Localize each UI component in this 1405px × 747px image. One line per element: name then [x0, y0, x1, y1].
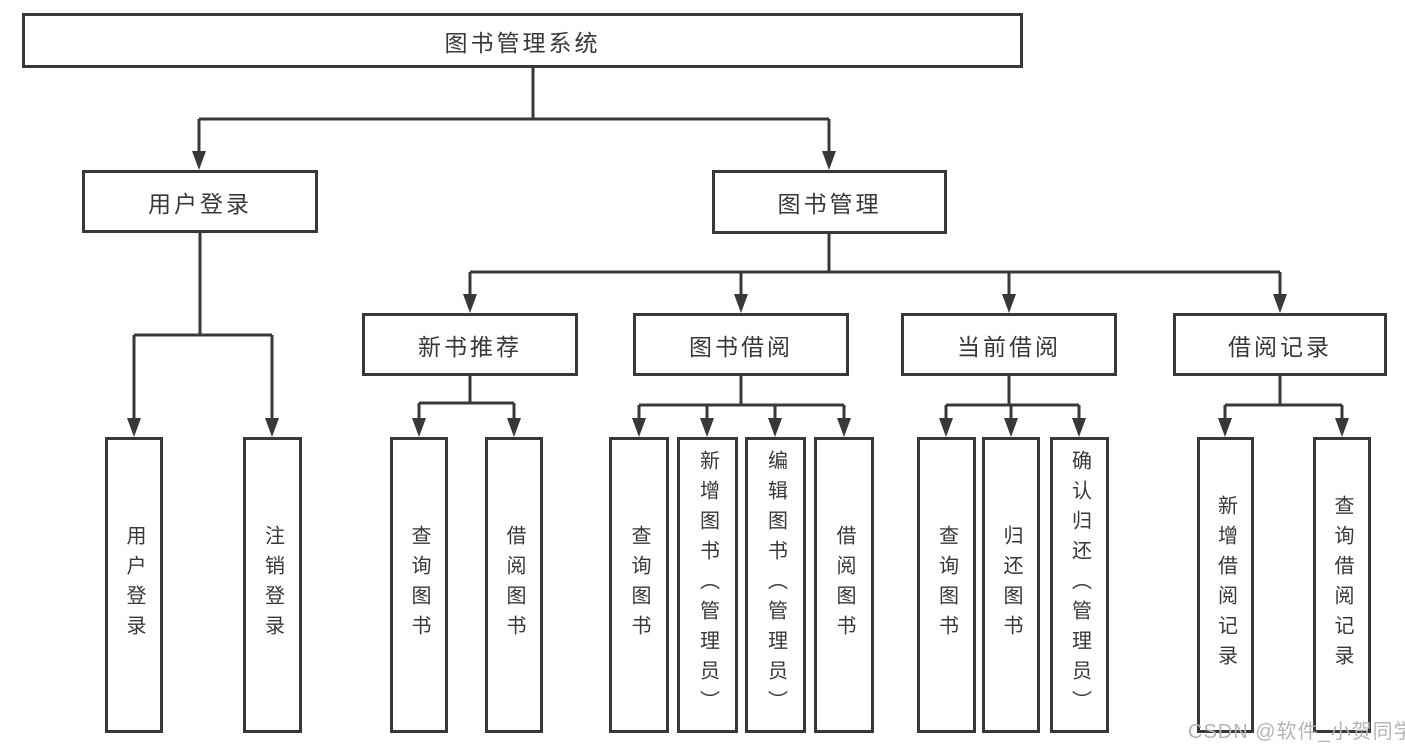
- arrowhead-icon: [412, 418, 426, 437]
- arrowhead-icon: [265, 418, 279, 437]
- node-label: 借阅图书: [833, 525, 855, 645]
- arrowhead-icon: [939, 418, 953, 437]
- arrowhead-icon: [700, 418, 714, 437]
- node-leaf-confirm-return-admin: 确认归还（管理员）: [1050, 437, 1109, 733]
- arrowhead-icon: [1004, 418, 1018, 437]
- node-label: 确认归还（管理员）: [1068, 450, 1091, 720]
- node-leaf-return-book: 归还图书: [982, 437, 1040, 733]
- arrowhead-icon: [1335, 418, 1349, 437]
- node-leaf-user-login: 用户登录: [105, 437, 163, 733]
- node-current-borrow: 当前借阅: [901, 313, 1117, 376]
- node-leaf-query-book-2: 查询图书: [609, 437, 669, 733]
- node-leaf-query-borrow-record: 查询借阅记录: [1313, 437, 1371, 733]
- node-leaf-query-book-1: 查询图书: [390, 437, 448, 733]
- watermark: CSDN @软件_小贺同学: [1188, 721, 1405, 743]
- arrowhead-icon: [734, 294, 748, 313]
- node-leaf-borrow-book-2: 借阅图书: [814, 437, 874, 733]
- arrowheads: [127, 151, 1349, 437]
- node-label: 查询图书: [628, 525, 650, 645]
- node-leaf-edit-book-admin: 编辑图书（管理员）: [745, 437, 806, 733]
- node-book-management: 图书管理: [712, 170, 947, 234]
- arrowhead-icon: [1218, 418, 1232, 437]
- arrowhead-icon: [127, 418, 141, 437]
- node-label: 用户登录: [123, 525, 145, 645]
- node-label: 查询借阅记录: [1331, 495, 1353, 675]
- node-leaf-logout: 注销登录: [243, 437, 302, 733]
- node-user-login: 用户登录: [82, 170, 318, 233]
- node-borrow-records: 借阅记录: [1173, 313, 1387, 376]
- arrowhead-icon: [463, 294, 477, 313]
- node-leaf-add-book-admin: 新增图书（管理员）: [677, 437, 738, 733]
- node-label: 借阅图书: [503, 525, 525, 645]
- arrowhead-icon: [1002, 294, 1016, 313]
- arrowhead-icon: [192, 151, 206, 170]
- arrowhead-icon: [822, 151, 836, 170]
- arrowhead-icon: [837, 418, 851, 437]
- node-label: 查询图书: [935, 525, 958, 645]
- node-label: 注销登录: [261, 525, 284, 645]
- connector-lines: [132, 68, 1344, 423]
- node-leaf-borrow-book-1: 借阅图书: [485, 437, 543, 733]
- arrowhead-icon: [768, 418, 782, 437]
- node-label: 归还图书: [1000, 525, 1022, 645]
- arrowhead-icon: [507, 418, 521, 437]
- node-leaf-query-book-3: 查询图书: [917, 437, 976, 733]
- arrowhead-icon: [1072, 418, 1086, 437]
- node-label: 编辑图书（管理员）: [764, 450, 787, 720]
- node-book-borrow: 图书借阅: [633, 313, 849, 376]
- node-label: 查询图书: [408, 525, 430, 645]
- node-leaf-add-borrow-record: 新增借阅记录: [1197, 437, 1254, 733]
- node-root-system: 图书管理系统: [22, 13, 1023, 68]
- node-new-book-recommend: 新书推荐: [362, 313, 578, 376]
- arrowhead-icon: [1273, 294, 1287, 313]
- node-label: 新增借阅记录: [1214, 495, 1237, 675]
- arrowhead-icon: [632, 418, 646, 437]
- node-label: 新增图书（管理员）: [696, 450, 719, 720]
